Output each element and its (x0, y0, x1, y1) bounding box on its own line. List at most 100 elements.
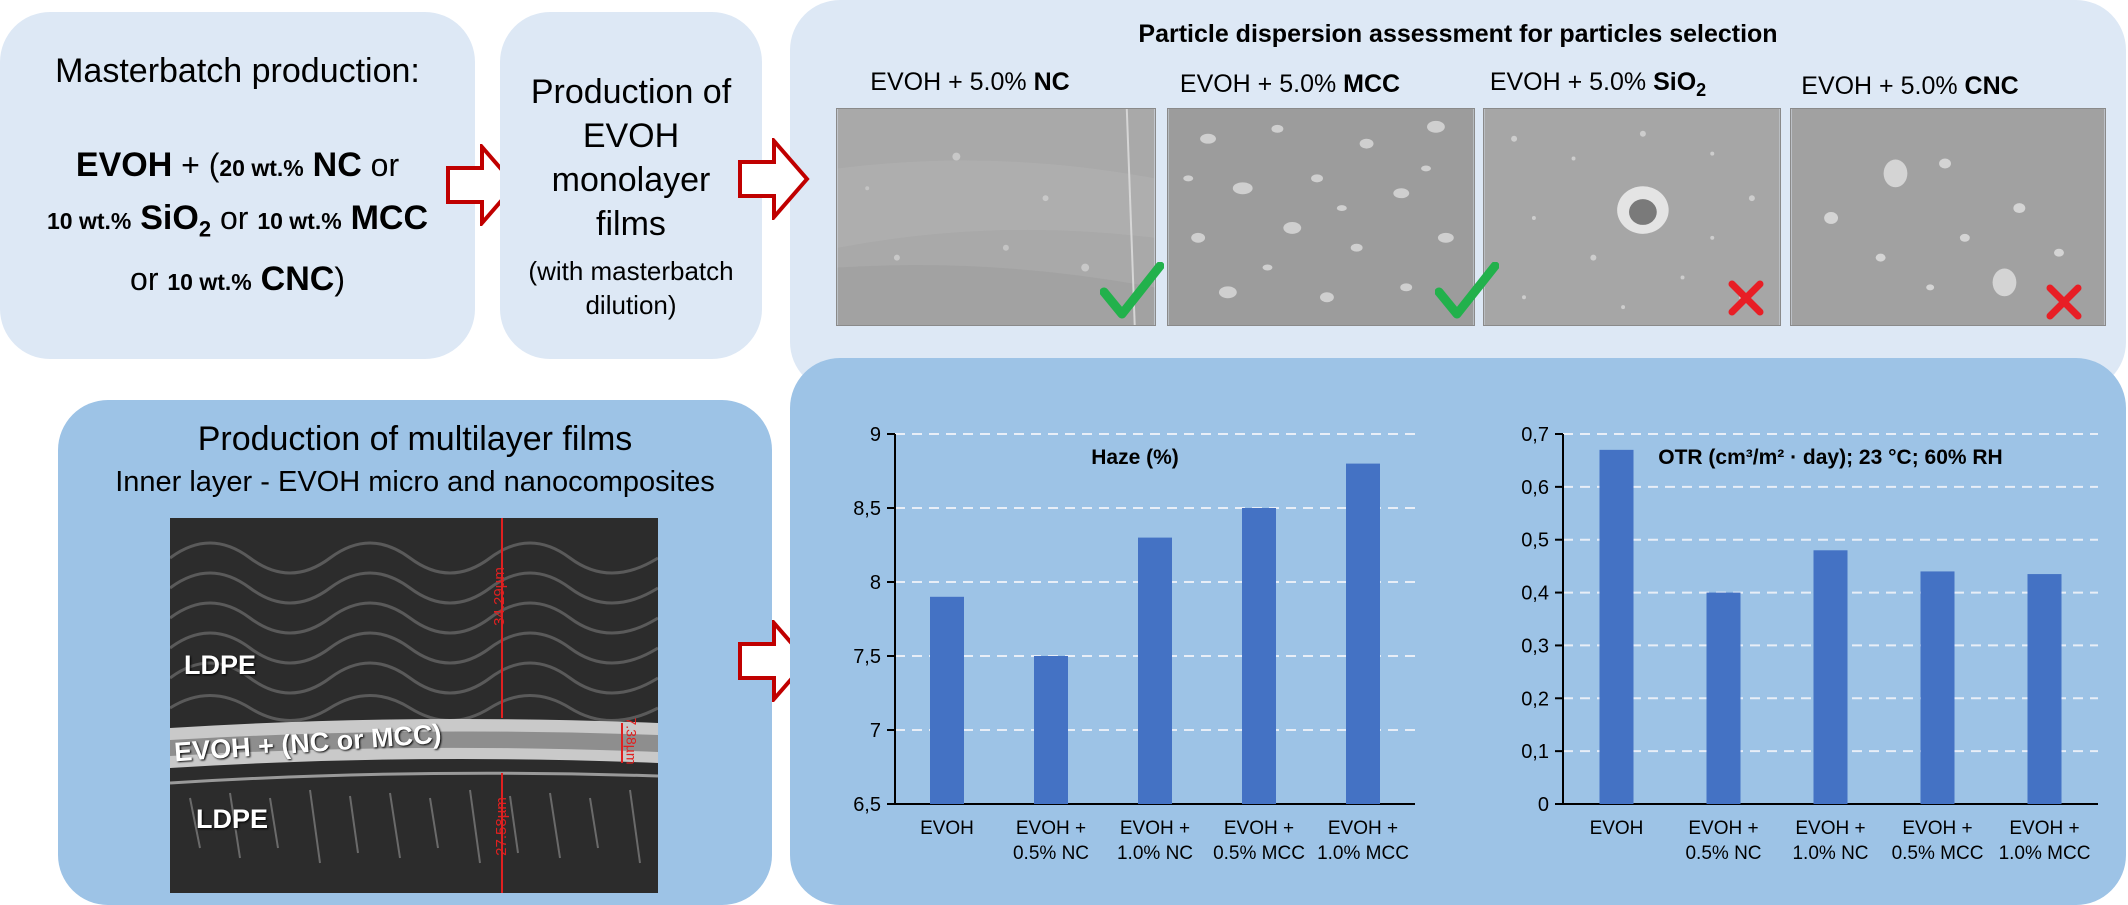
x-tick-label: EVOH + (1902, 818, 1972, 839)
pct-10a: 10 wt.% (46, 208, 132, 234)
sample-label-cnc: EVOH + 5.0% CNC (1750, 72, 2070, 101)
multilayer-box: Production of multilayer films Inner lay… (58, 400, 772, 905)
bar (1034, 656, 1068, 804)
x-tick-label: 1.0% MCC (1317, 843, 1409, 864)
dispersion-box: Particle dispersion assessment for parti… (790, 0, 2126, 392)
y-tick-label: 0,6 (1521, 477, 1549, 499)
sample-name: MCC (1343, 70, 1401, 98)
check-icon (1435, 262, 1499, 319)
chart-title: OTR (cm³/m² · day); 23 °C; 60% RH (1658, 446, 2002, 469)
sample-label-mcc: EVOH + 5.0% MCC (1130, 70, 1450, 99)
sample-prefix: EVOH + 5.0% (870, 68, 1034, 96)
sample-sub: 2 (1696, 80, 1707, 100)
flow-arrow-2 (738, 138, 810, 220)
x-tick-label: 1.0% MCC (1999, 843, 2091, 864)
x-tick-label: 0.5% MCC (1892, 843, 1984, 864)
masterbatch-formula: EVOH + (20 wt.% NC or 10 wt.% SiO2 or 10… (0, 140, 475, 307)
y-tick-label: 0,1 (1521, 741, 1549, 763)
y-tick-label: 8 (870, 572, 881, 594)
cross-icon (1728, 280, 1764, 316)
sample-prefix: EVOH + 5.0% (1801, 72, 1965, 100)
dispersion-title: Particle dispersion assessment for parti… (1138, 20, 1778, 48)
x-tick-label: EVOH + (2009, 818, 2079, 839)
pct-20: 20 wt.% (219, 155, 304, 181)
cross-icon (2046, 284, 2082, 320)
chart-title: Haze (%) (1091, 446, 1179, 469)
monolayer-title: Production of EVOH monolayer films (500, 70, 762, 246)
bar (2027, 574, 2062, 804)
close-paren: ) (334, 261, 345, 298)
measure-middle: 7.38µm (623, 717, 640, 765)
sample-label-nc: EVOH + 5.0% NC (810, 68, 1130, 97)
bar (1920, 571, 1955, 804)
cnc-label: CNC (260, 260, 335, 299)
pct-10b: 10 wt.% (257, 208, 342, 234)
bar (1599, 449, 1634, 804)
multilayer-title: Production of multilayer films (197, 420, 633, 458)
y-tick-label: 0,5 (1521, 530, 1549, 552)
bar (1706, 592, 1741, 804)
cross-section-image: LDPE EVOH + (NC or MCC) LDPE 34.29µm 7.3… (170, 518, 658, 893)
x-tick-label: EVOH + (1016, 818, 1086, 839)
bar (1138, 537, 1172, 804)
flow-arrow-1 (446, 144, 518, 226)
x-tick-label: EVOH + (1688, 818, 1758, 839)
x-tick-label: EVOH + (1120, 818, 1190, 839)
y-tick-label: 6,5 (853, 794, 881, 816)
monolayer-line-3: monolayer (551, 161, 711, 199)
monolayer-line-4: films (596, 205, 666, 243)
sample-label-sio2: EVOH + 5.0% SiO2 (1438, 68, 1758, 101)
check-icon (1100, 262, 1164, 319)
bar (1346, 463, 1380, 804)
sample-prefix: EVOH + 5.0% (1179, 70, 1344, 98)
plus-open: + ( (172, 147, 220, 183)
cross-section-svg (170, 518, 658, 893)
or-1: or (361, 147, 400, 183)
x-tick-label: EVOH (920, 818, 974, 839)
sem-image-mcc (1167, 108, 1475, 326)
masterbatch-title: Masterbatch production: (55, 52, 420, 90)
monolayer-note: (with masterbatch dilution) (500, 254, 762, 322)
bar (1813, 550, 1848, 804)
x-tick-label: 0.5% NC (1013, 843, 1089, 864)
evoh-label: EVOH (75, 146, 173, 184)
monolayer-box: Production of EVOH monolayer films (with… (500, 12, 762, 359)
y-tick-label: 0,4 (1521, 583, 1549, 605)
sample-name: CNC (1964, 72, 2019, 100)
nc-label: NC (312, 146, 362, 184)
x-tick-label: 1.0% NC (1117, 843, 1193, 864)
monolayer-line-2: EVOH (582, 117, 680, 155)
masterbatch-box: Masterbatch production: EVOH + (20 wt.% … (0, 12, 475, 359)
sample-prefix: EVOH + 5.0% (1489, 68, 1654, 96)
y-tick-label: 0,3 (1521, 635, 1549, 657)
y-tick-label: 7 (870, 720, 881, 742)
y-tick-label: 7,5 (853, 646, 881, 668)
layer-label-top: LDPE (184, 650, 257, 680)
x-tick-label: 0.5% MCC (1213, 843, 1305, 864)
or-2: or (211, 200, 258, 236)
y-tick-label: 0,7 (1521, 424, 1549, 446)
x-tick-label: EVOH (1590, 818, 1644, 839)
x-tick-label: 1.0% NC (1792, 843, 1868, 864)
y-tick-label: 0 (1538, 794, 1549, 816)
x-tick-label: EVOH + (1328, 818, 1398, 839)
bar (930, 596, 964, 804)
monolayer-note-2: dilution) (585, 290, 677, 320)
y-tick-label: 9 (870, 424, 881, 446)
y-tick-label: 8,5 (853, 498, 881, 520)
monolayer-line-1: Production of (530, 73, 732, 111)
bar (1242, 508, 1276, 804)
sample-name: NC (1033, 68, 1070, 96)
x-tick-label: EVOH + (1795, 818, 1865, 839)
sample-name: SiO (1653, 68, 1697, 96)
mcc-label: MCC (350, 199, 429, 237)
monolayer-note-1: (with masterbatch (528, 256, 734, 286)
x-tick-label: 0.5% NC (1685, 843, 1761, 864)
or-3: or (130, 261, 168, 298)
sem-image-sio2 (1483, 108, 1781, 326)
y-tick-label: 0,2 (1521, 688, 1549, 710)
measure-bottom: 27.58µm (492, 797, 510, 856)
